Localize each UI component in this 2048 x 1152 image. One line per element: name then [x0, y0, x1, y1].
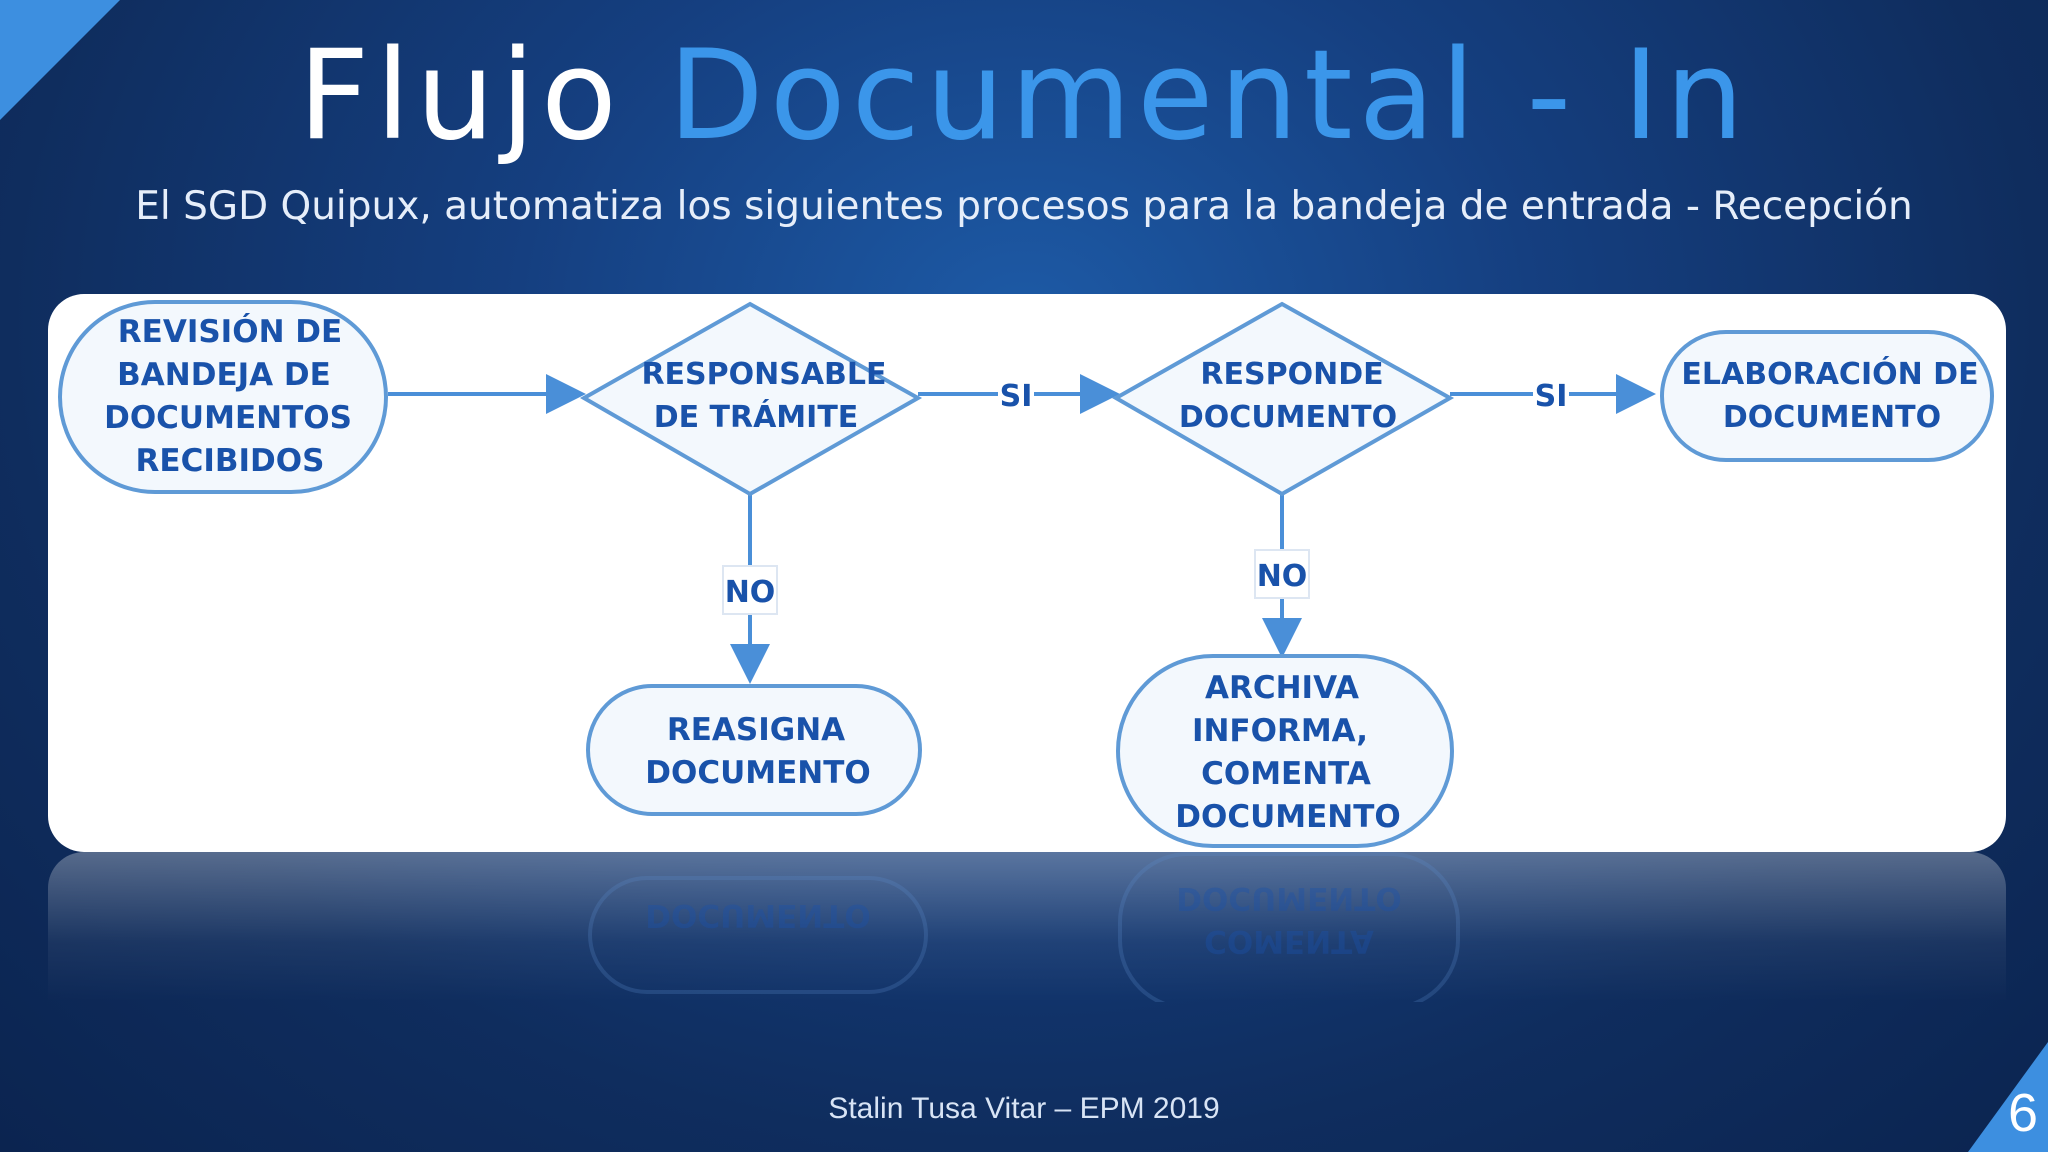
panel-reflection: DOCUMENTO COMENTA DOCUMENTO	[48, 852, 2006, 1002]
node-elaboracion-documento: ELABORACIÓN DE DOCUMENTO	[1660, 330, 1994, 462]
node-archiva-line-4: DOCUMENTO	[1175, 799, 1400, 835]
reflection-reasigna: DOCUMENTO	[588, 876, 928, 994]
node-responsable-tramite: RESPONSABLE DE TRÁMITE	[579, 301, 923, 497]
corner-decoration-top-left	[0, 0, 120, 120]
reflection-archiva: COMENTA DOCUMENTO	[1118, 852, 1460, 1002]
node-revision-line-1: REVISIÓN DE	[118, 313, 342, 350]
reflection-reasigna-line: DOCUMENTO	[645, 897, 871, 933]
slide-subtitle: El SGD Quipux, automatiza los siguientes…	[135, 184, 1913, 229]
node-archiva-line-2: INFORMA,	[1192, 713, 1368, 749]
node-revision-line-4: RECIBIDOS	[136, 443, 325, 479]
node-reasigna-line-2: DOCUMENTO	[645, 755, 870, 791]
node-responde-line-2: DOCUMENTO	[1179, 400, 1397, 435]
node-archiva-documento: ARCHIVA INFORMA, COMENTA DOCUMENTO	[1116, 654, 1454, 848]
node-reasigna-documento: REASIGNA DOCUMENTO	[586, 684, 922, 816]
node-elaboracion-line-1: ELABORACIÓN DE	[1681, 355, 1978, 392]
node-archiva-line-3: COMENTA	[1201, 756, 1371, 792]
corner-decoration-bottom-right	[1968, 1042, 2048, 1152]
edge-label-no-2: NO	[1257, 559, 1308, 594]
title-plain: Flujo	[298, 24, 623, 168]
node-responsable-line-2: DE TRÁMITE	[654, 399, 859, 435]
node-revision-line-2: BANDEJA DE	[117, 357, 331, 393]
title-accent: Documental - In	[668, 24, 1750, 168]
node-reasigna-line-1: REASIGNA	[667, 712, 845, 748]
reflection-archiva-line-1: COMENTA	[1204, 923, 1374, 959]
flowchart: SI SI NO NO REVISIÓN DE BANDEJA DE DOCUM…	[58, 300, 1994, 848]
reflection-archiva-line-2: DOCUMENTO	[1176, 880, 1402, 916]
node-responde-line-1: RESPONDE	[1200, 357, 1383, 392]
flowchart-panel: SI SI NO NO REVISIÓN DE BANDEJA DE DOCUM…	[48, 294, 2006, 852]
node-archiva-line-1: ARCHIVA	[1205, 670, 1359, 706]
node-revision-line-3: DOCUMENTOS	[104, 400, 352, 436]
slide-title: Flujo Documental - In	[0, 28, 2048, 164]
node-responsable-line-1: RESPONSABLE	[641, 357, 886, 392]
edge-label-no-1: NO	[725, 575, 776, 610]
node-elaboracion-line-2: DOCUMENTO	[1723, 400, 1941, 435]
node-responde-documento: RESPONDE DOCUMENTO	[1111, 301, 1455, 497]
node-revision-bandeja: REVISIÓN DE BANDEJA DE DOCUMENTOS RECIBI…	[58, 300, 388, 494]
slide-footer: Stalin Tusa Vitar – EPM 2019	[828, 1092, 1220, 1125]
edge-label-si-2: SI	[1535, 379, 1568, 414]
page-number: 6	[2007, 1083, 2038, 1143]
edge-label-si-1: SI	[1000, 379, 1033, 414]
